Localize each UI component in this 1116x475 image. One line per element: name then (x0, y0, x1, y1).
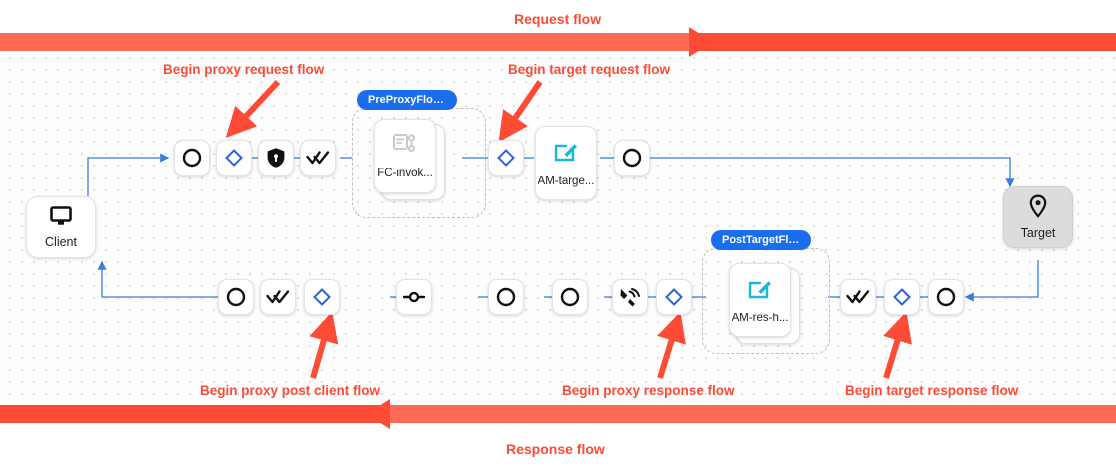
flow-node-label-rs-9: AM-res-h... (731, 313, 789, 325)
annotation-arrow-begin-proxy-response-flow (657, 311, 686, 379)
annotation-arrow-begin-proxy-request-flow (225, 79, 281, 138)
flow-node-rq-5[interactable]: FC-invok... (374, 119, 436, 193)
circle-icon (181, 147, 203, 169)
annotation-arrow-begin-proxy-post-client-flow (309, 311, 339, 379)
endpoint-label-target: Target (1020, 226, 1056, 241)
location-pin-icon (1028, 194, 1048, 223)
diamond-icon (892, 287, 912, 307)
group-tag-preproxyflowhook[interactable]: PreProxyFlowH... (357, 90, 457, 110)
endpoint-node-client[interactable]: Client (26, 196, 96, 258)
policy-node-rq-4[interactable] (300, 140, 336, 176)
policy-node-rs-7[interactable] (612, 279, 648, 315)
endpoint-node-target[interactable]: Target (1003, 186, 1073, 248)
edit-pencil-icon (553, 138, 579, 169)
flow-node-label-rq-5: FC-invok... (377, 168, 433, 180)
double-check-icon (266, 288, 290, 306)
annotation-begin-proxy-response-flow: Begin proxy response flow (562, 383, 735, 398)
policy-node-rq-3[interactable] (258, 140, 294, 176)
flow-node-rs-9[interactable]: AM-res-h... (729, 263, 791, 337)
annotation-begin-proxy-post-client-flow: Begin proxy post client flow (200, 383, 381, 398)
response-flow-bar (0, 399, 1116, 429)
policy-node-label-rq-7: AM-targe... (537, 176, 595, 188)
monitor-icon (49, 205, 73, 232)
request-flow-bar (0, 27, 1116, 57)
double-check-icon (846, 288, 870, 306)
policy-node-rq-7[interactable]: AM-targe... (535, 126, 597, 200)
dotted-grid-background (0, 48, 1116, 405)
endpoint-link-icon (402, 289, 426, 305)
circle-icon (225, 286, 247, 308)
annotation-begin-target-request-flow: Begin target request flow (508, 62, 671, 77)
policy-node-rq-2[interactable] (216, 140, 252, 176)
diamond-icon (496, 148, 516, 168)
diamond-icon (312, 287, 332, 307)
policy-node-rq-8[interactable] (614, 140, 650, 176)
circle-icon (621, 147, 643, 169)
policy-node-rs-10[interactable] (840, 279, 876, 315)
group-tag-posttargetflowhook[interactable]: PostTargetFlow... (711, 230, 811, 250)
annotation-arrow-begin-target-response-flow (883, 311, 912, 379)
double-check-icon (306, 149, 330, 167)
policy-node-rq-1[interactable] (174, 140, 210, 176)
response-flow-arrowhead (366, 399, 390, 429)
circle-icon (495, 286, 517, 308)
endpoint-label-client: Client (45, 235, 77, 250)
annotation-begin-target-response-flow: Begin target response flow (845, 383, 1019, 398)
diamond-icon (664, 287, 684, 307)
flow-script-icon (392, 132, 418, 161)
policy-node-rs-12[interactable] (928, 279, 964, 315)
shield-lock-icon (266, 147, 286, 169)
circle-icon (559, 286, 581, 308)
annotation-begin-proxy-request-flow: Begin proxy request flow (163, 62, 325, 77)
edit-pencil-icon (747, 275, 773, 306)
broadcast-icon (618, 286, 642, 308)
diamond-icon (224, 148, 244, 168)
request-flow-label: Request flow (514, 11, 602, 27)
policy-node-rs-4[interactable] (396, 279, 432, 315)
policy-node-rs-3[interactable] (304, 279, 340, 315)
request-flow-bar-fill (0, 33, 689, 51)
policy-node-rs-2[interactable] (260, 279, 296, 315)
policy-node-rs-5[interactable] (488, 279, 524, 315)
circle-icon (935, 286, 957, 308)
response-flow-bar-fill (390, 405, 1116, 423)
request-flow-arrowhead (689, 27, 713, 57)
annotation-arrow-begin-target-request-flow (498, 80, 543, 143)
policy-node-rs-1[interactable] (218, 279, 254, 315)
policy-node-rs-6[interactable] (552, 279, 588, 315)
policy-node-rs-8[interactable] (656, 279, 692, 315)
response-flow-label: Response flow (506, 441, 605, 457)
policy-node-rs-11[interactable] (884, 279, 920, 315)
policy-node-rq-6[interactable] (488, 140, 524, 176)
